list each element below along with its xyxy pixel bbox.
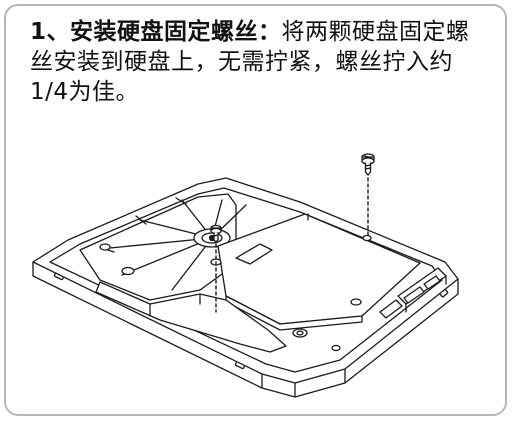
screw-icon [210,224,222,313]
screw-icon [361,153,375,237]
sata-connector [379,267,447,319]
pcb-board [217,213,421,331]
step-instruction: 1、安装硬盘固定螺丝：将两颗硬盘固定螺丝安装到硬盘上，无需拧紧，螺丝拧入约1/4… [30,17,480,107]
step-body: 将两颗硬盘固定螺丝安装到硬盘上，无需拧紧，螺丝拧入约1/4为佳。 [30,19,470,105]
step-heading: 1、安装硬盘固定螺丝： [30,19,282,45]
lower-chamber [95,281,362,353]
